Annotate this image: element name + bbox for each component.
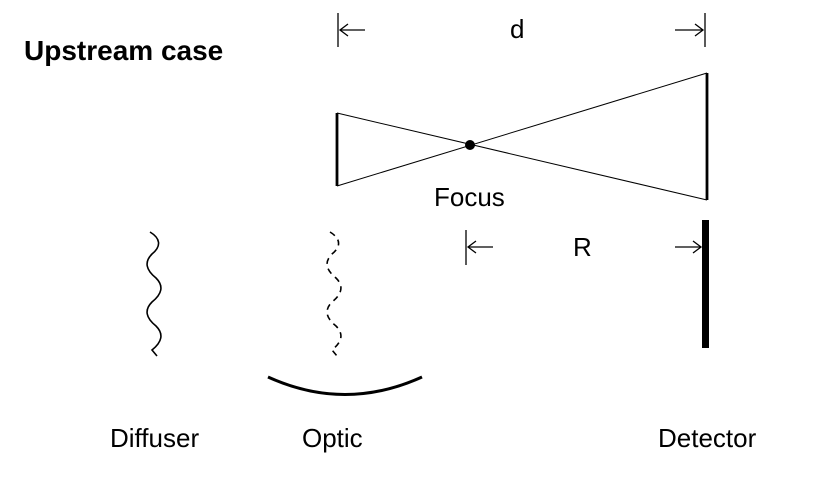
r-right-arrowhead [692, 240, 703, 254]
beam-ray-upper [336, 112, 708, 201]
detector-plate [702, 220, 709, 348]
d-right-arrowhead [694, 23, 705, 37]
detector-label: Detector [658, 423, 757, 453]
beam [335, 72, 709, 201]
diffuser-label: Diffuser [110, 423, 199, 453]
r-left-arrowhead [466, 240, 477, 254]
focus-point [465, 140, 475, 150]
optic-label: Optic [302, 423, 363, 453]
d-left-arrowhead [338, 23, 349, 37]
r-label: R [573, 232, 592, 262]
focus-label: Focus [434, 182, 505, 212]
diagram-title: Upstream case [24, 35, 223, 66]
optic-mirror [267, 375, 423, 396]
optic-wavefront [326, 231, 342, 357]
r-dimension [465, 230, 703, 265]
beam-ray-lower [336, 72, 708, 187]
d-label: d [510, 14, 524, 44]
d-dimension [337, 13, 706, 47]
diffuser-shape [146, 231, 162, 357]
